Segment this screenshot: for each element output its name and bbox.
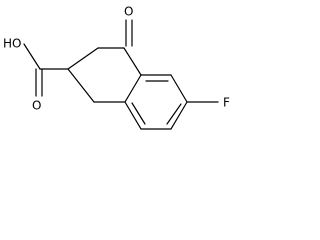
aromatic-double-bond-c8-c8a (131, 102, 146, 125)
atom-labels: O F HO O (3, 5, 230, 113)
bond-c4a-c8a (124, 74, 142, 103)
structure-canvas: O F HO O (3, 4, 230, 130)
substituents (23, 19, 219, 103)
bond-c5-c6 (170, 74, 188, 103)
bond-c6-c7 (170, 101, 188, 130)
ring-system (67, 47, 188, 130)
hydroxyl-label: HO (3, 37, 21, 51)
chemical-structure-diagram: O F HO O (3, 5, 230, 130)
aromatic-double-bond-c6-c7 (166, 103, 182, 125)
bond-c4-c4a (123, 47, 142, 76)
carboxyl-oh-bond (23, 43, 41, 70)
bond-c2-c1 (67, 68, 95, 103)
bond-c8-c8a (124, 101, 142, 130)
carbonyl-oxygen-label: O (124, 5, 133, 19)
bond-c2-c3 (67, 47, 99, 70)
fluorine-label: F (223, 96, 230, 110)
carboxyl-oxygen-label: O (32, 99, 41, 113)
